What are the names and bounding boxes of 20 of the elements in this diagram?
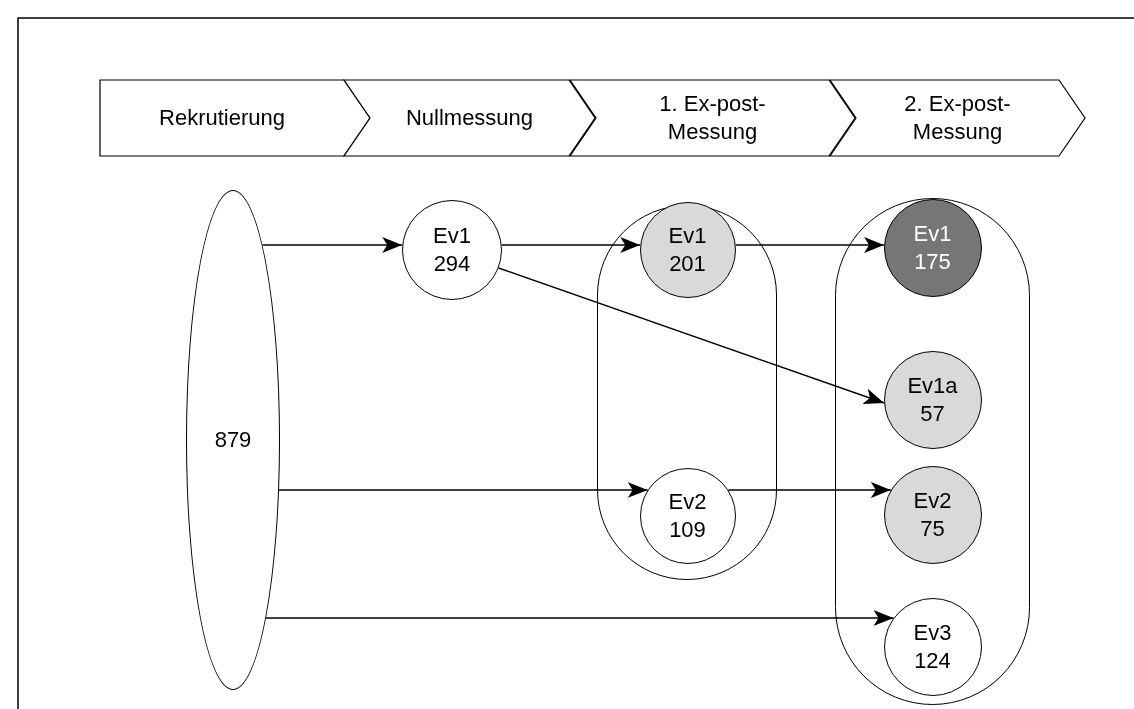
node-label: Ev1 175 bbox=[913, 219, 952, 276]
node-label: 2. Ex-post-Messung bbox=[903, 90, 1012, 146]
phase-banner bbox=[830, 80, 1085, 156]
node-label: Ev2 109 bbox=[668, 487, 707, 544]
arrow bbox=[261, 237, 403, 253]
arrow bbox=[501, 237, 641, 253]
node-label: 879 bbox=[214, 426, 252, 454]
arrow bbox=[727, 482, 892, 498]
arrow bbox=[735, 237, 885, 253]
arrow bbox=[278, 482, 649, 498]
phase-banner bbox=[570, 80, 855, 156]
phase-banner bbox=[100, 80, 370, 156]
node-label: Rekrutierung bbox=[159, 104, 285, 132]
node-label: 1. Ex-post-Messung bbox=[658, 90, 767, 146]
node-label: Ev3 124 bbox=[913, 618, 952, 675]
arrow bbox=[497, 267, 885, 404]
node-label: Ev2 75 bbox=[913, 486, 952, 543]
node-label: Ev1 201 bbox=[668, 221, 707, 278]
node-label: Ev1 294 bbox=[433, 222, 471, 278]
node-label: Ev1a 57 bbox=[907, 371, 958, 428]
